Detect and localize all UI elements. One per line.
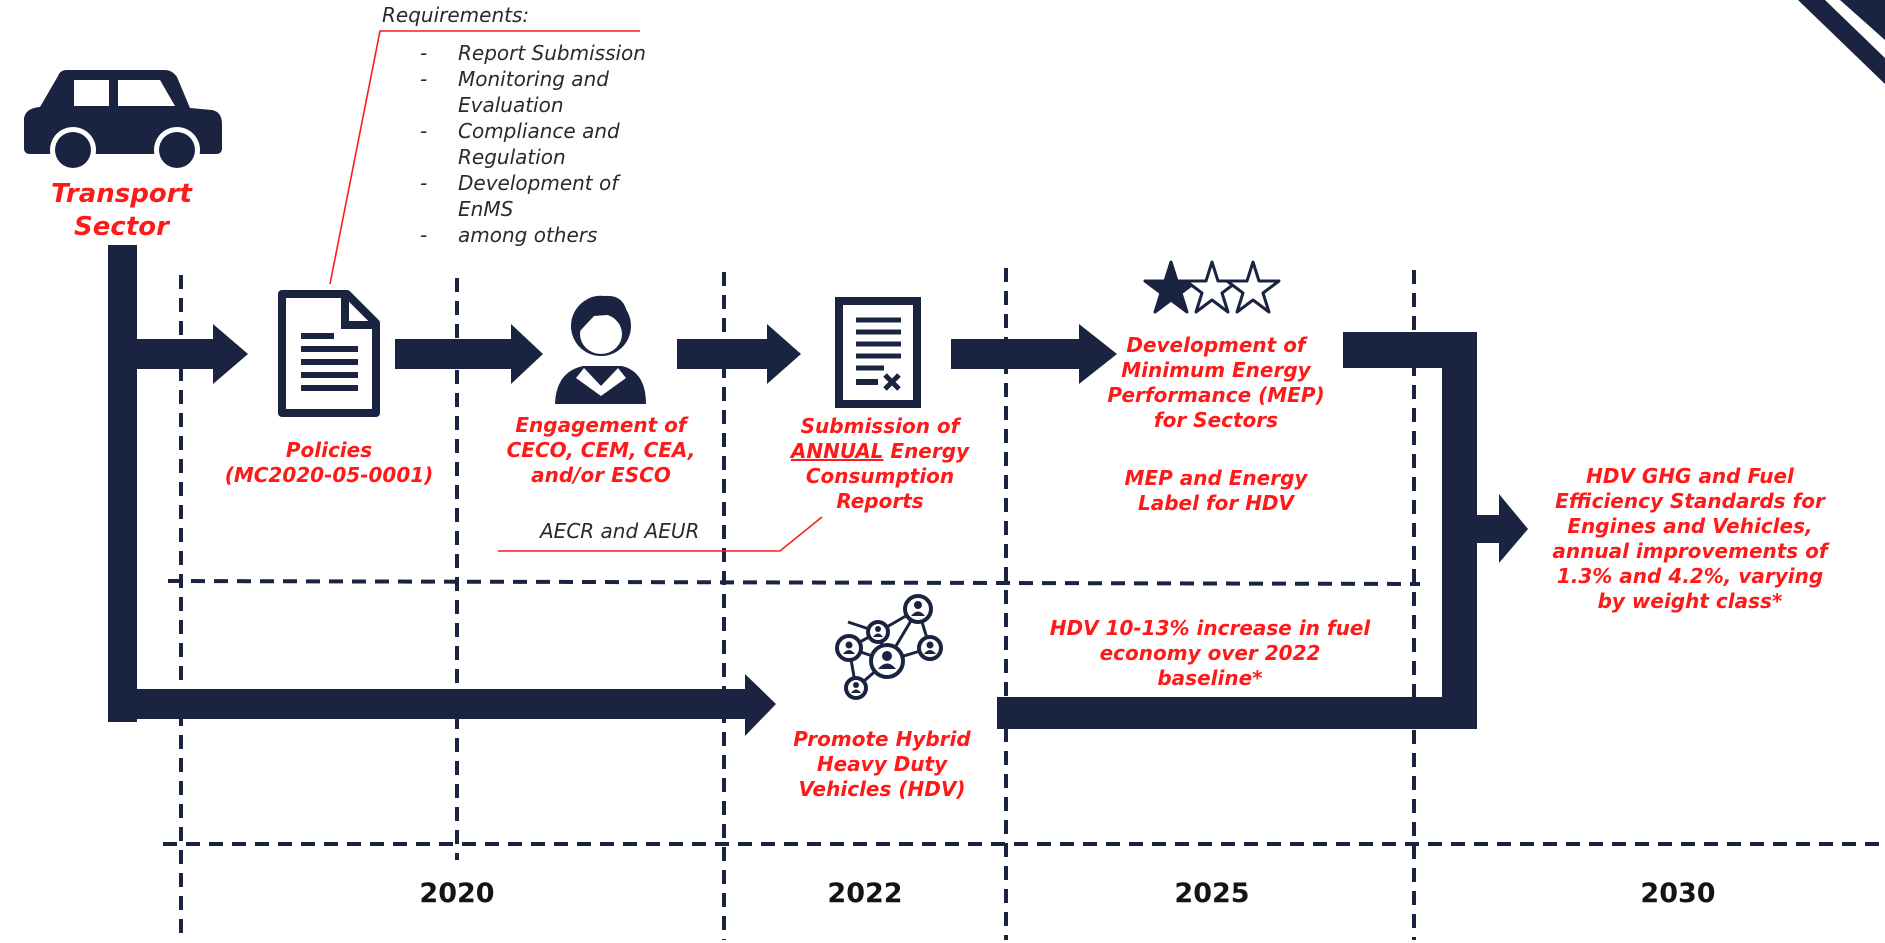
bottom-arrowhead <box>745 674 776 736</box>
year-label-2030: 2030 <box>1640 878 1716 909</box>
policies-label: Policies (MC2020-05-0001) <box>224 438 434 487</box>
aecr-callout-line <box>498 516 823 552</box>
requirement-item: Report Submission <box>420 40 660 66</box>
engagement-label: Engagement of CECO, CEM, CEA, and/or ESC… <box>506 413 696 487</box>
network-icon <box>835 594 943 700</box>
arrow-2-head <box>511 324 543 384</box>
submission-label-remainder: Energy Consumption Reports <box>805 439 970 513</box>
arrow-4-head <box>1079 324 1117 384</box>
arrow-4-shaft <box>951 339 1081 369</box>
arrow-2-shaft <box>395 339 513 369</box>
standards-label: HDV GHG and Fuel Efficiency Standards fo… <box>1552 464 1828 613</box>
arrow-5-shaft <box>1477 515 1501 543</box>
report-icon <box>835 297 921 408</box>
mid-dashed-line <box>167 579 1421 586</box>
right-bottom-bar <box>997 697 1477 729</box>
year-label-2020: 2020 <box>419 878 495 909</box>
sector-label: Transport Sector <box>51 179 192 242</box>
arrow-1-head <box>213 324 248 384</box>
requirement-item: Compliance and Regulation <box>420 118 660 170</box>
submission-label-rest: ANNUAL Energy Consumption Reports <box>770 439 990 514</box>
arrow-3-head <box>767 324 801 384</box>
year-label-2022: 2022 <box>827 878 903 909</box>
callout-lines <box>329 30 823 552</box>
submission-label: Submission of ANNUAL Energy Consumption … <box>770 414 990 514</box>
arrow-5-head <box>1499 494 1528 563</box>
star-rating-icon <box>1143 260 1281 314</box>
right-vertical-bar <box>1442 332 1477 729</box>
requirements-list: Report Submission Monitoring and Evaluat… <box>420 40 660 248</box>
requirement-item: Development of EnMS <box>420 170 660 222</box>
mep-label: Development of Minimum Energy Performanc… <box>1107 333 1325 432</box>
year-separators <box>179 268 1416 940</box>
vertical-trunk <box>108 245 137 722</box>
submission-label-line1: Submission of <box>800 414 960 438</box>
requirement-item: Monitoring and Evaluation <box>420 66 660 118</box>
bottom-bar <box>108 689 748 719</box>
arrow-1-shaft <box>137 339 215 369</box>
fuel-economy-label: HDV 10-13% increase in fuel economy over… <box>1049 616 1371 690</box>
hybrid-label: Promote Hybrid Heavy Duty Vehicles (HDV) <box>793 727 971 801</box>
arrow-3-shaft <box>677 339 769 369</box>
requirements-callout-line <box>329 30 640 285</box>
annual-underlined: ANNUAL <box>790 439 884 463</box>
car-icon <box>24 70 222 173</box>
document-icon <box>278 290 380 417</box>
corner-stripes <box>1798 0 1885 84</box>
year-label-2025: 2025 <box>1174 878 1250 909</box>
mep-sub-label: MEP and Energy Label for HDV <box>1124 466 1308 515</box>
requirement-item: among others <box>420 222 660 248</box>
aecr-aeur-annotation: AECR and AEUR <box>540 519 700 543</box>
requirements-title: Requirements: <box>382 3 530 27</box>
flow-arrows <box>108 245 1528 736</box>
person-icon <box>555 295 646 404</box>
